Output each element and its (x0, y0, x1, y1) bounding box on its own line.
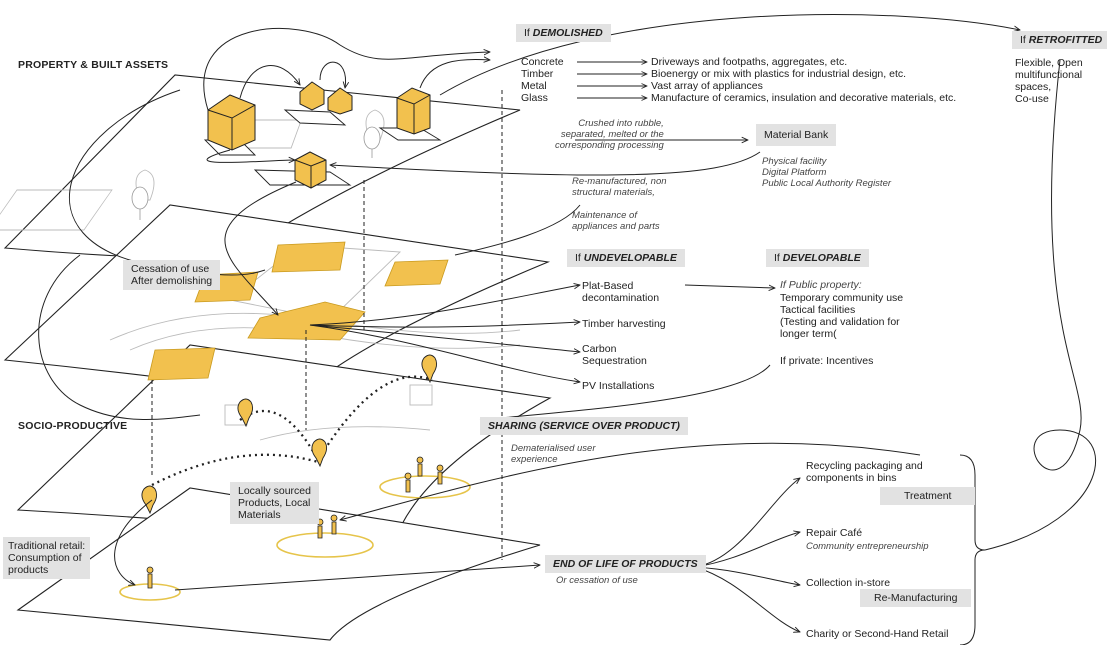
use-concrete: Driveways and footpaths, aggregates, etc… (651, 56, 848, 68)
end-of-life-note: Or cessation of use (556, 575, 638, 586)
undev-item-carbon: Carbon Sequestration (582, 343, 647, 367)
pin-1 (141, 485, 158, 515)
material-metal: Metal (521, 80, 547, 92)
retrofitted-title: RETROFITTED (1028, 34, 1103, 46)
trees (131, 126, 381, 220)
treatment-box: Treatment (880, 487, 976, 505)
pin-2 (237, 398, 254, 428)
material-concrete: Concrete (521, 56, 564, 68)
flow-lines (38, 14, 1096, 645)
maintenance-note: Maintenance of appliances and parts (572, 210, 660, 232)
undev-item-decontamination: Plat-Based decontamination (582, 280, 660, 304)
developable-private: If private: Incentives (780, 355, 874, 367)
end-of-life-title: END OF LIFE OF PRODUCTS (553, 558, 698, 570)
local-sourced-box: Locally sourced Products, Local Material… (230, 482, 319, 524)
undev-item-pv: PV Installations (582, 380, 655, 392)
sharing-note: Dematerialised user experience (511, 443, 596, 465)
remanufactured-note: Re-manufactured, non structural material… (572, 176, 667, 198)
building-4 (396, 87, 431, 135)
outcome-charity: Charity or Second-Hand Retail (806, 628, 949, 640)
building-2 (299, 81, 325, 111)
undevelopable-prefix: If (575, 252, 584, 264)
material-timber: Timber (521, 68, 554, 80)
use-timber: Bioenergy or mix with plastics for indus… (651, 68, 907, 80)
section-socio-title: SOCIO-PRODUCTIVE (18, 420, 128, 432)
dotted-arcs (151, 375, 433, 487)
person (404, 472, 412, 493)
demolished-prefix: If (524, 27, 533, 39)
developable-public: If Public property: (780, 279, 862, 291)
end-of-life-header: END OF LIFE OF PRODUCTS (545, 555, 706, 573)
undevelopable-header: If UNDEVELOPABLE (567, 249, 685, 267)
plane-retail (16, 487, 541, 641)
material-glass: Glass (521, 92, 548, 104)
developable-prefix: If (774, 252, 783, 264)
people (146, 456, 444, 589)
cessation-box: Cessation of use After demolishing (123, 260, 221, 290)
pin-3 (311, 438, 328, 468)
outcome-collection: Collection in-store (806, 577, 891, 589)
building-5 (294, 151, 327, 189)
undev-item-timber: Timber harvesting (582, 318, 666, 330)
sharing-header: SHARING (SERVICE OVER PRODUCT) (480, 417, 688, 435)
material-arrows (577, 55, 651, 105)
retrofitted-prefix: If (1020, 34, 1029, 46)
material-bank-box: Material Bank (756, 124, 837, 146)
outcome-repair-note: Community entrepreneurship (806, 541, 929, 552)
buildings (207, 81, 431, 189)
person (146, 566, 154, 589)
pin-4 (421, 354, 438, 384)
demolished-title: DEMOLISHED (532, 27, 603, 39)
process-note: Crushed into rubble, separated, melted o… (555, 118, 664, 151)
layer-planes (3, 74, 552, 641)
use-metal: Vast array of appliances (651, 80, 763, 92)
developable-public-desc: Temporary community use Tactical facilit… (780, 292, 904, 340)
developable-title: DEVELOPABLE (782, 252, 861, 264)
land-plots (147, 241, 449, 381)
traditional-retail-box: Traditional retail: Consumption of produ… (3, 537, 91, 579)
section-property-title: PROPERTY & BUILT ASSETS (18, 59, 169, 71)
outcome-repair: Repair Café (806, 527, 863, 539)
building-3 (327, 87, 353, 115)
undevelopable-title: UNDEVELOPABLE (583, 252, 677, 264)
remanufacturing-box: Re-Manufacturing (860, 589, 972, 607)
retrofitted-desc: Flexible, Open multifunctional spaces, C… (1015, 57, 1083, 105)
building-1 (207, 94, 256, 151)
demolished-header: If DEMOLISHED (516, 24, 611, 42)
material-bank-details: Physical facility Digital Platform Publi… (762, 156, 892, 189)
person (416, 456, 424, 477)
outcome-recycling: Recycling packaging and components in bi… (806, 460, 923, 484)
developable-header: If DEVELOPABLE (766, 249, 869, 267)
community-rings (119, 475, 471, 601)
person (436, 464, 444, 485)
use-glass: Manufacture of ceramics, insulation and … (651, 92, 957, 104)
sharing-title: SHARING (SERVICE OVER PRODUCT) (488, 420, 680, 432)
person (330, 514, 338, 535)
map-pins (141, 354, 438, 515)
retrofitted-header: If RETROFITTED (1012, 31, 1107, 49)
